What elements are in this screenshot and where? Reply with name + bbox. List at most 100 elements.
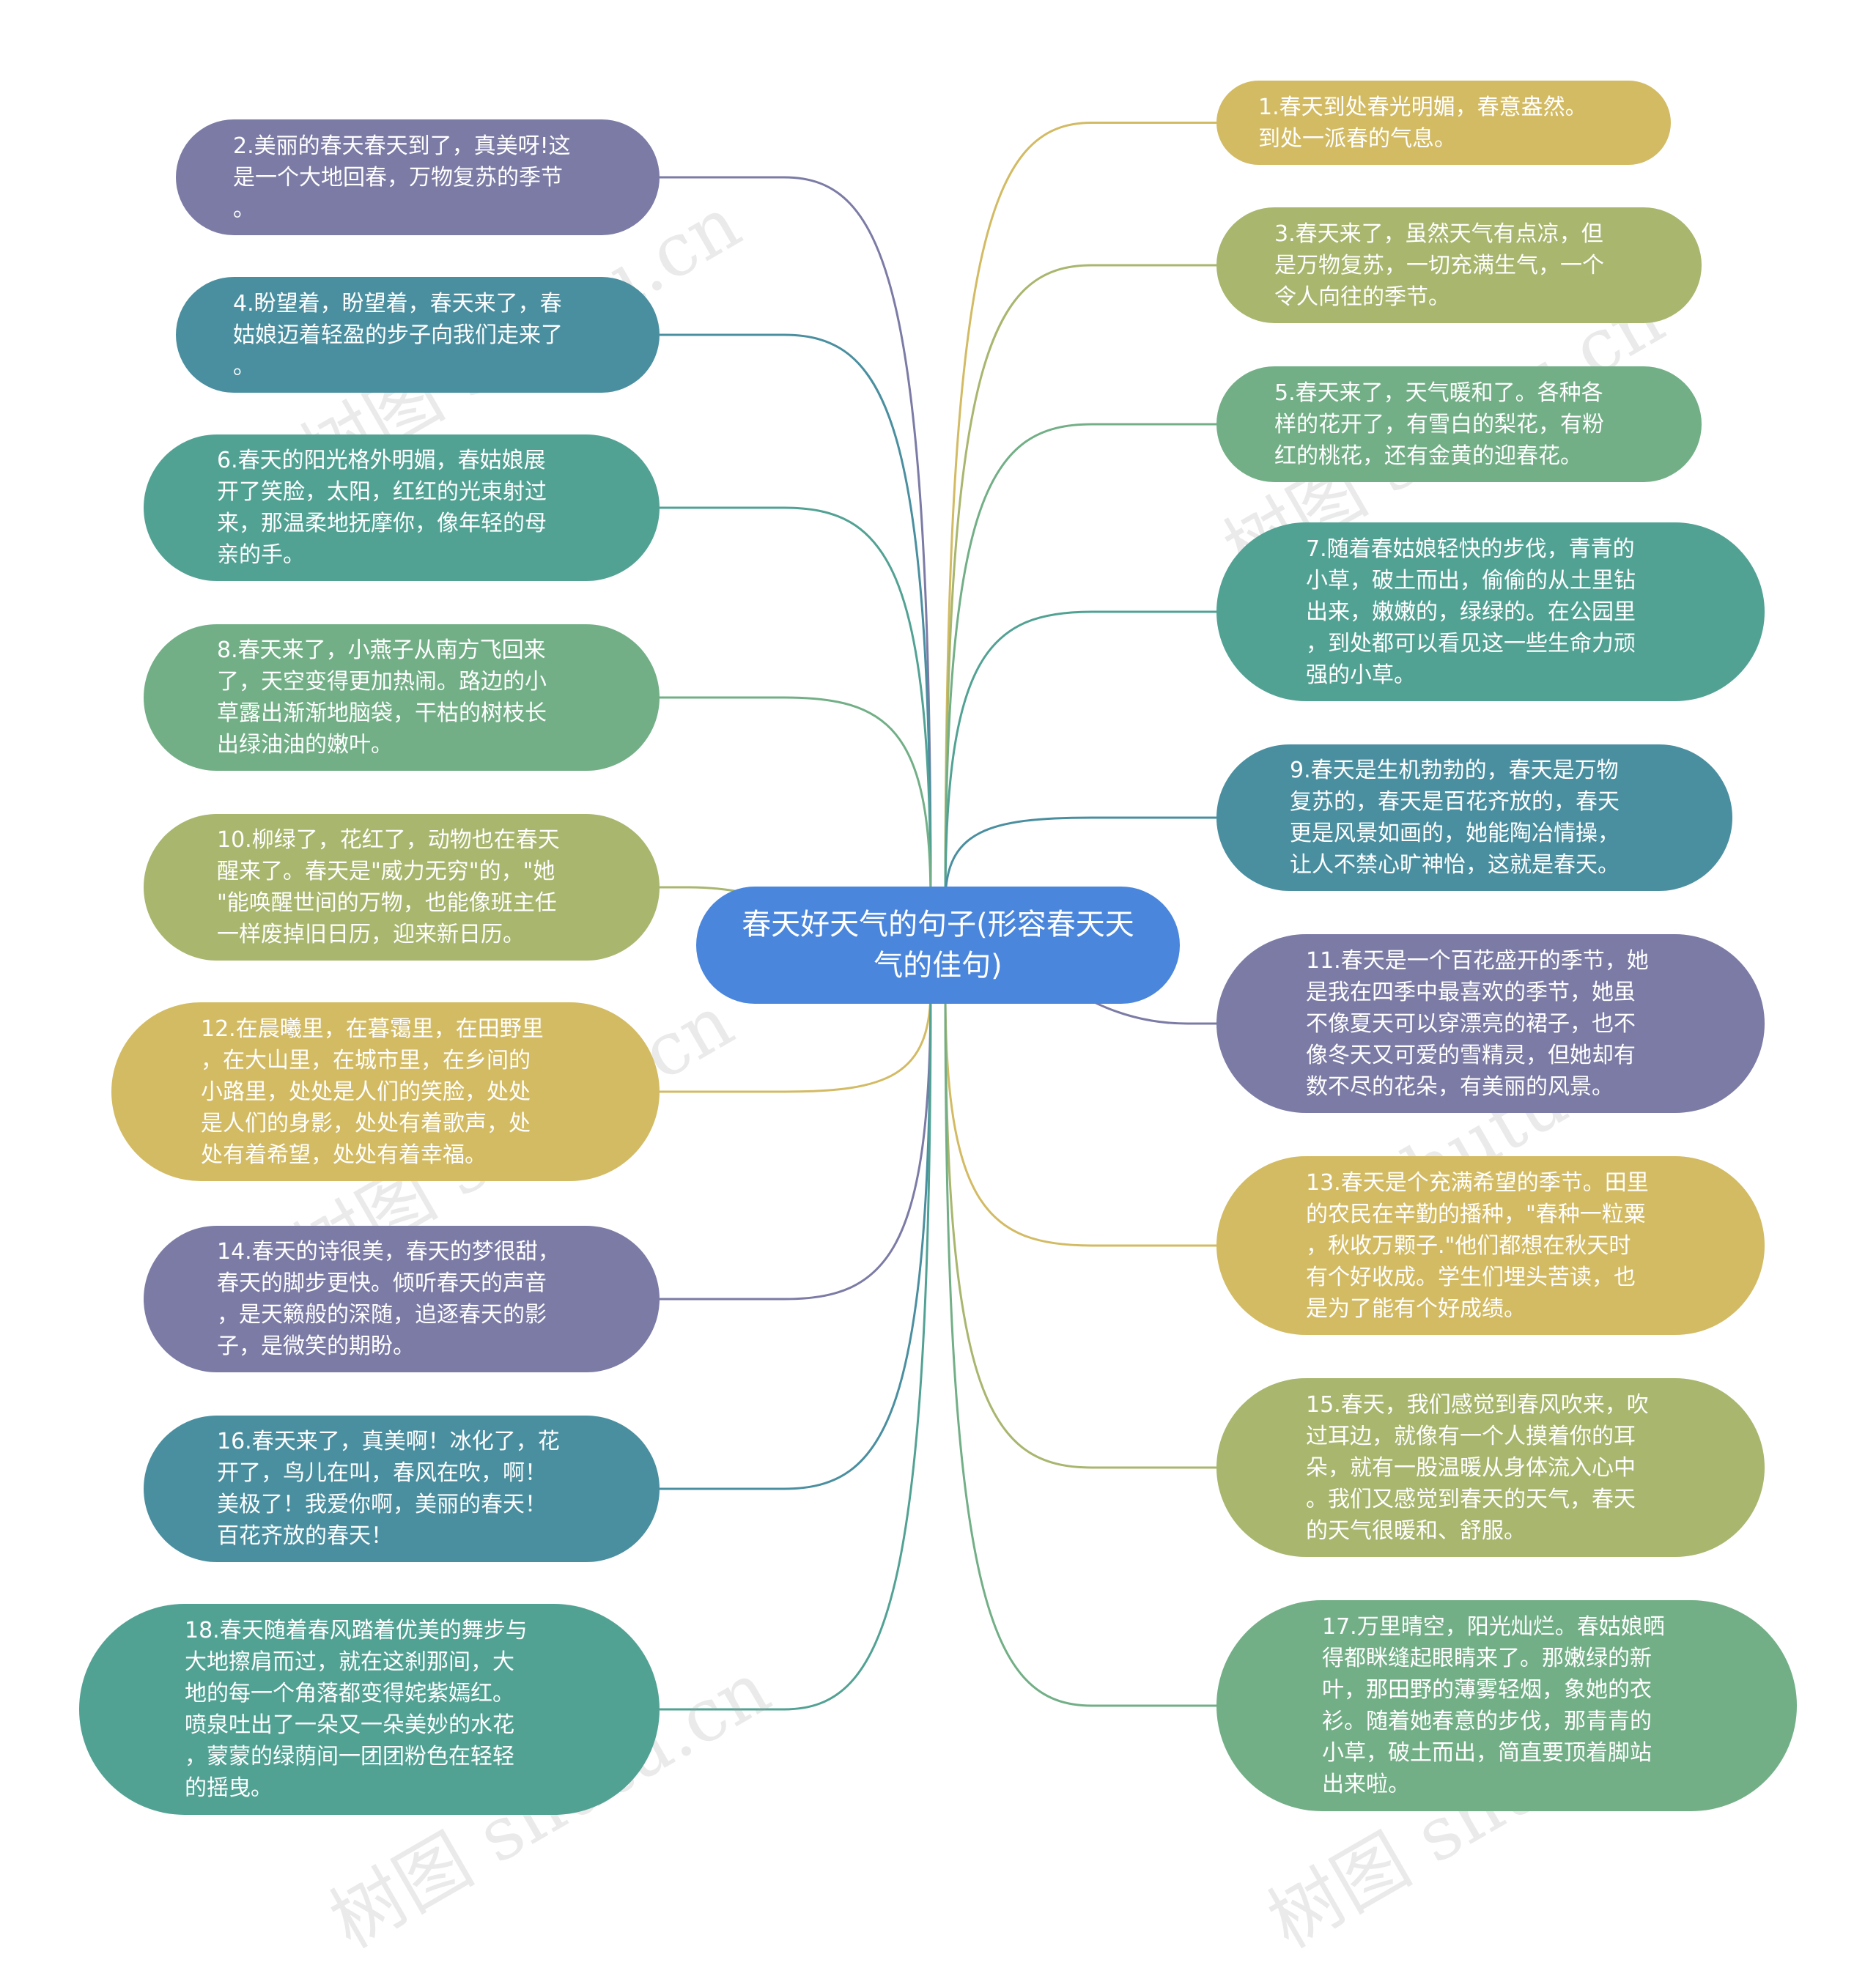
- topic-node-line: 春天的脚步更快。倾听春天的声音: [217, 1270, 547, 1296]
- connector-n2: [660, 176, 932, 902]
- topic-node-line: 让人不禁心旷神怡，这就是春天。: [1290, 852, 1620, 878]
- topic-node-text: 17.万里晴空，阳光灿烂。春姑娘晒得都眯缝起眼睛来了。那嫩绿的新叶，那田野的薄雾…: [1322, 1611, 1709, 1800]
- topic-node-6[interactable]: 6.春天的阳光格外明媚，春姑娘展开了笑脸，太阳，红红的光束射过来，那温柔地抚摩你…: [144, 434, 660, 581]
- topic-node-line: 喷泉吐出了一朵又一朵美妙的水花: [185, 1712, 514, 1738]
- topic-node-line: 衫。随着她春意的步伐，那青青的: [1322, 1709, 1652, 1734]
- topic-node-line: 强的小草。: [1306, 662, 1416, 688]
- topic-node-18[interactable]: 18.春天随着春风踏着优美的舞步与大地擦肩而过，就在这刹那间，大地的每一个角落都…: [79, 1604, 660, 1815]
- topic-node-line: 9.春天是生机勃勃的，春天是万物: [1290, 758, 1619, 783]
- topic-node-line: 是为了能有个好成绩。: [1306, 1295, 1526, 1322]
- topic-node-4[interactable]: 4.盼望着，盼望着，春天来了，春姑娘迈着轻盈的步子向我们走来了。: [176, 277, 660, 393]
- topic-node-1[interactable]: 1.春天到处春光明媚，春意盎然。到处一派春的气息。: [1216, 81, 1671, 165]
- topic-node-text: 10.柳绿了，花红了，动物也在春天醒来了。春天是"威力无穷"的，"她"能唤醒世间…: [217, 824, 594, 950]
- topic-node-line: 醒来了。春天是"威力无穷"的，"她: [217, 859, 555, 884]
- topic-node-line: 的摇曳。: [185, 1775, 273, 1801]
- topic-node-line: 小草，破土而出，偷偷的从土里钻: [1306, 567, 1636, 593]
- connector-n3: [944, 264, 1216, 902]
- topic-node-16[interactable]: 16.春天来了，真美啊！冰化了，花开了，鸟儿在叫，春风在吹，啊！ 美极了！我爱你啊…: [144, 1416, 660, 1562]
- topic-node-line: 14.春天的诗很美，春天的梦很甜，: [217, 1239, 560, 1265]
- topic-node-line: 过耳边，就像有一个人摸着你的耳: [1306, 1423, 1636, 1449]
- topic-node-line: 出来啦。: [1322, 1772, 1410, 1797]
- topic-node-line: 。: [233, 353, 255, 380]
- topic-node-15[interactable]: 15.春天，我们感觉到春风吹来，吹过耳边，就像有一个人摸着你的耳朵，就有一股温暖…: [1216, 1378, 1765, 1557]
- topic-node-line: 一样废掉旧日历，迎来新日历。: [217, 922, 525, 947]
- topic-node-line: 开了，鸟儿在叫，春风在吹，啊！: [217, 1460, 547, 1486]
- topic-node-line: 15.春天，我们感觉到春风吹来，吹: [1306, 1391, 1649, 1418]
- connector-n4: [660, 333, 932, 902]
- topic-node-line: 红的桃花，还有金黄的迎春花。: [1274, 443, 1582, 469]
- topic-node-line: 像冬天又可爱的雪精灵，但她却有: [1306, 1042, 1636, 1068]
- topic-node-5[interactable]: 5.春天来了，天气暖和了。各种各样的花开了，有雪白的梨花，有粉红的桃花，还有金黄…: [1216, 366, 1702, 482]
- topic-node-text: 3.春天来了，虽然天气有点凉，但是万物复苏，一切充满生气，一个令人向往的季节。: [1274, 218, 1658, 313]
- topic-node-line: 小草，破土而出，简直要顶着脚站: [1322, 1740, 1652, 1766]
- topic-node-line: 13.春天是个充满希望的季节。田里: [1306, 1169, 1649, 1196]
- topic-node-line: ，蒙蒙的绿荫间一团团粉色在轻轻: [185, 1744, 514, 1769]
- topic-node-text: 2.美丽的春天春天到了，真美呀!这是一个大地回春，万物复苏的季节。: [233, 130, 630, 225]
- topic-node-line: 复苏的，春天是百花齐放的，春天: [1290, 789, 1620, 815]
- topic-node-12[interactable]: 12.在晨曦里，在暮霭里，在田野里，在大山里，在城市里，在乡间的小路里，处处是人…: [111, 1002, 660, 1181]
- topic-node-text: 1.春天到处春光明媚，春意盎然。到处一派春的气息。: [1258, 92, 1649, 155]
- topic-node-line: 有个好收成。学生们埋头苦读，也: [1306, 1264, 1636, 1290]
- topic-node-9[interactable]: 9.春天是生机勃勃的，春天是万物复苏的，春天是百花齐放的，春天更是风景如画的，她…: [1216, 744, 1732, 891]
- center-topic-label: 春天好天气的句子(形容春天天气的佳句): [742, 908, 1134, 983]
- topic-node-text: 8.春天来了，小燕子从南方飞回来了，天空变得更加热闹。路边的小草露出渐渐地脑袋，…: [217, 635, 594, 761]
- topic-node-line: 亲的手。: [217, 542, 305, 568]
- topic-node-line: 6.春天的阳光格外明媚，春姑娘展: [217, 448, 546, 473]
- topic-node-10[interactable]: 10.柳绿了，花红了，动物也在春天醒来了。春天是"威力无穷"的，"她"能唤醒世间…: [144, 814, 660, 961]
- connector-n15: [944, 988, 1216, 1469]
- topic-node-text: 4.盼望着，盼望着，春天来了，春姑娘迈着轻盈的步子向我们走来了。: [233, 288, 630, 382]
- topic-node-text: 18.春天随着春风踏着优美的舞步与大地擦肩而过，就在这刹那间，大地的每一个角落都…: [185, 1615, 557, 1804]
- connector-n13: [944, 988, 1216, 1247]
- topic-node-line: 样的花开了，有雪白的梨花，有粉: [1274, 411, 1604, 437]
- topic-node-line: 叶，那田野的薄雾轻烟，象她的衣: [1322, 1677, 1652, 1703]
- topic-node-line: 2.美丽的春天春天到了，真美呀!这: [233, 133, 571, 159]
- topic-node-line: 百花齐放的春天！: [217, 1523, 393, 1549]
- topic-node-8[interactable]: 8.春天来了，小燕子从南方飞回来了，天空变得更加热闹。路边的小草露出渐渐地脑袋，…: [144, 624, 660, 771]
- topic-node-line: 的天气很暖和、舒服。: [1306, 1517, 1526, 1544]
- connector-n14: [660, 988, 932, 1301]
- topic-node-line: 子，是微笑的期盼。: [217, 1333, 415, 1359]
- topic-node-text: 7.随着春姑娘轻快的步伐，青青的小草，破土而出，偷偷的从土里钻出来，嫩嫩的，绿绿…: [1306, 533, 1677, 691]
- topic-node-17[interactable]: 17.万里晴空，阳光灿烂。春姑娘晒得都眯缝起眼睛来了。那嫩绿的新叶，那田野的薄雾…: [1216, 1600, 1797, 1811]
- topic-node-line: 美极了！我爱你啊，美丽的春天！: [217, 1492, 547, 1517]
- connector-n16: [660, 988, 932, 1490]
- topic-node-line: 地的每一个角落都变得姹紫嫣红。: [185, 1681, 514, 1706]
- center-topic[interactable]: 春天好天气的句子(形容春天天气的佳句): [696, 887, 1180, 1004]
- topic-node-line: 的农民在辛勤的播种，"春种一粒粟: [1306, 1201, 1646, 1227]
- topic-node-line: 16.春天来了，真美啊！冰化了，花: [217, 1429, 560, 1454]
- topic-node-text: 11.春天是一个百花盛开的季节，她是我在四季中最喜欢的季节，她虽不像夏天可以穿漂…: [1306, 945, 1691, 1103]
- topic-node-line: 3.春天来了，虽然天气有点凉，但: [1274, 221, 1603, 247]
- topic-node-line: 到处一派春的气息。: [1258, 125, 1456, 152]
- topic-node-7[interactable]: 7.随着春姑娘轻快的步伐，青青的小草，破土而出，偷偷的从土里钻出来，嫩嫩的，绿绿…: [1216, 522, 1765, 701]
- topic-node-line: 小路里，处处是人们的笑脸，处处: [201, 1079, 531, 1105]
- topic-node-line: 1.春天到处春光明媚，春意盎然。: [1258, 94, 1587, 120]
- topic-node-line: 5.春天来了，天气暖和了。各种各: [1274, 380, 1603, 406]
- topic-node-line: ，秋收万颗子."他们都想在秋天时: [1306, 1232, 1631, 1259]
- connector-n7: [944, 610, 1216, 902]
- topic-node-line: 10.柳绿了，花红了，动物也在春天: [217, 827, 560, 853]
- topic-node-text: 9.春天是生机勃勃的，春天是万物复苏的，春天是百花齐放的，春天更是风景如画的，她…: [1290, 755, 1674, 881]
- mind-map: 树图 shutu.cn 树图 shutu.cn 树图 shutu.cn 树图 s…: [79, 81, 1797, 1964]
- topic-node-14[interactable]: 14.春天的诗很美，春天的梦很甜， 春天的脚步更快。倾听春天的声音 ，是天籁般的深随…: [144, 1226, 660, 1372]
- topic-node-line: 4.盼望着，盼望着，春天来了，春: [233, 290, 562, 317]
- topic-node-text: 14.春天的诗很美，春天的梦很甜， 春天的脚步更快。倾听春天的声音 ，是天籁般的深随…: [217, 1236, 594, 1362]
- topic-node-text: 5.春天来了，天气暖和了。各种各样的花开了，有雪白的梨花，有粉红的桃花，还有金黄…: [1274, 377, 1658, 472]
- connector-n12: [660, 988, 932, 1093]
- topic-node-text: 15.春天，我们感觉到春风吹来，吹过耳边，就像有一个人摸着你的耳朵，就有一股温暖…: [1306, 1389, 1691, 1547]
- topic-node-line: 开了笑脸，太阳，红红的光束射过: [217, 479, 547, 505]
- topic-node-line: ，到处都可以看见这一些生命力顽: [1306, 630, 1636, 656]
- topic-node-line: 姑娘迈着轻盈的步子向我们走来了: [233, 322, 563, 348]
- topic-node-line: 得都眯缝起眼睛来了。那嫩绿的新: [1322, 1646, 1652, 1671]
- topic-node-line: 大地擦肩而过，就在这刹那间，大: [185, 1649, 514, 1675]
- topic-node-line: 来，那温柔地抚摩你，像年轻的母: [217, 511, 547, 536]
- topic-node-2[interactable]: 2.美丽的春天春天到了，真美呀!这是一个大地回春，万物复苏的季节。: [176, 119, 660, 235]
- connector-n1: [944, 122, 1216, 902]
- topic-node-line: 18.春天随着春风踏着优美的舞步与: [185, 1618, 528, 1643]
- topic-node-line: 是人们的身影，处处有着歌声，处: [201, 1110, 531, 1136]
- topic-node-11[interactable]: 11.春天是一个百花盛开的季节，她是我在四季中最喜欢的季节，她虽不像夏天可以穿漂…: [1216, 934, 1765, 1113]
- topic-node-3[interactable]: 3.春天来了，虽然天气有点凉，但是万物复苏，一切充满生气，一个令人向往的季节。: [1216, 207, 1702, 323]
- topic-node-line: 数不尽的花朵，有美丽的风景。: [1306, 1073, 1614, 1100]
- topic-node-line: 8.春天来了，小燕子从南方飞回来: [217, 637, 546, 663]
- topic-node-line: ，是天籁般的深随，追逐春天的影: [217, 1302, 547, 1328]
- topic-node-13[interactable]: 13.春天是个充满希望的季节。田里的农民在辛勤的播种，"春种一粒粟 ，秋收万颗子.…: [1216, 1156, 1765, 1335]
